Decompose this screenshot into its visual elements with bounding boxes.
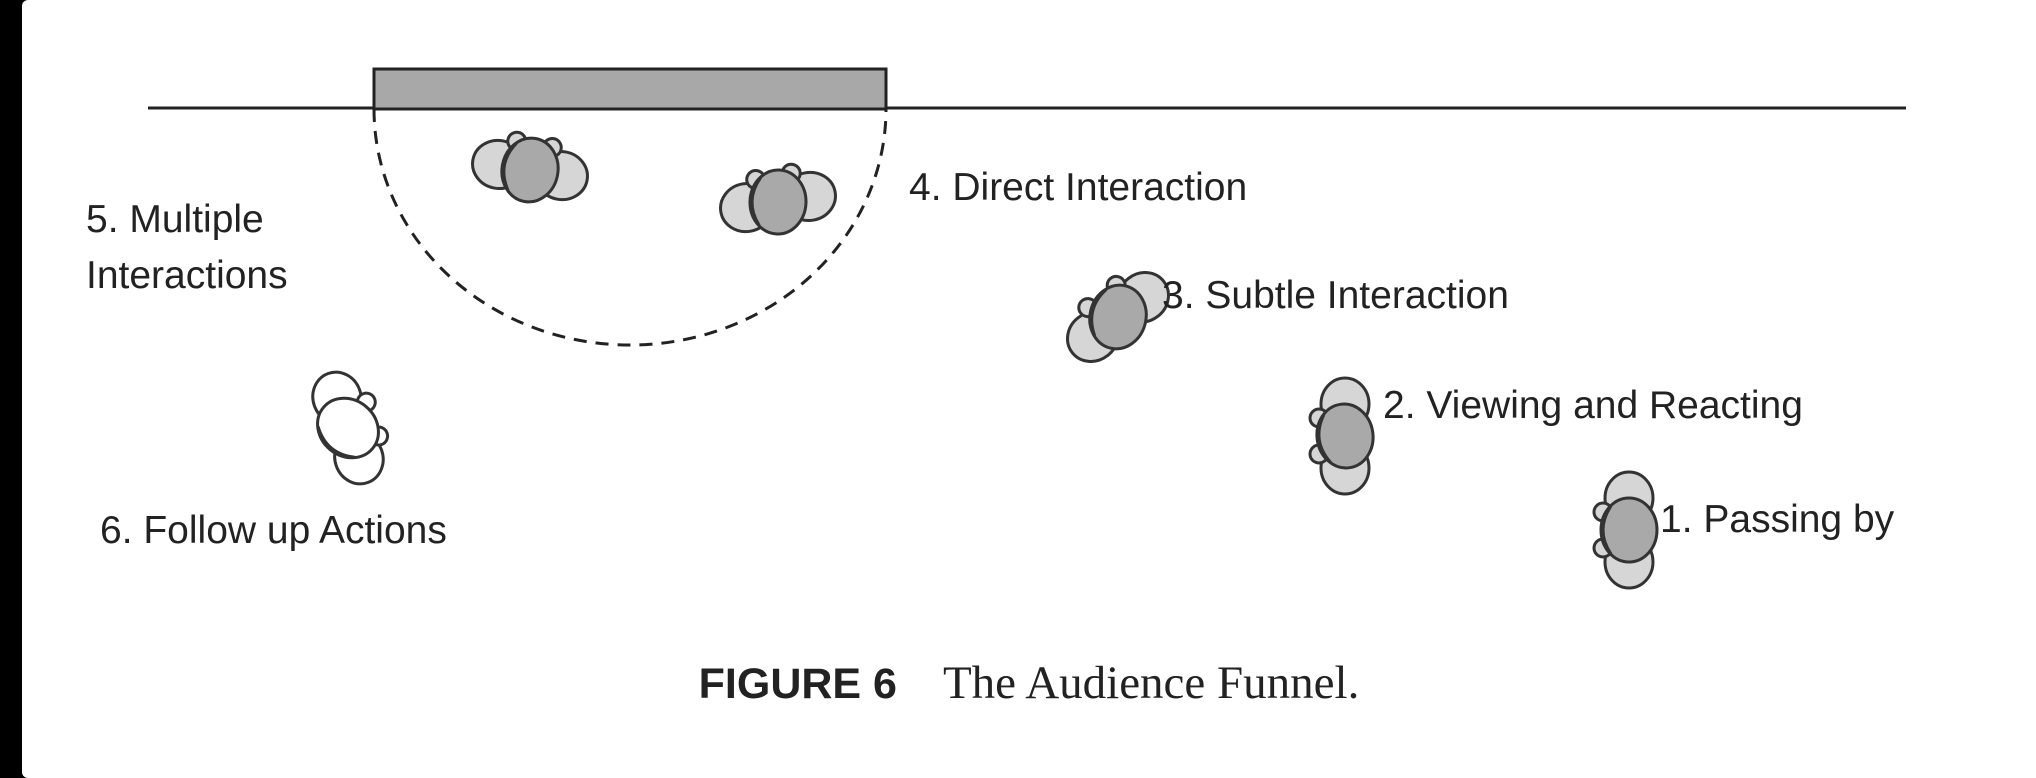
figure-title: The Audience Funnel.: [942, 657, 1360, 709]
stage-label-direct-interaction: 4. Direct Interaction: [909, 166, 1248, 209]
person-passing-by: [1592, 470, 1659, 590]
stage-label-multiple-interactions: 5. Multiple Interactions: [86, 198, 288, 297]
stage-label-viewing-reacting: 2. Viewing and Reacting: [1383, 384, 1803, 427]
person-follow-up-actions: [311, 370, 390, 486]
figure-page: 1. Passing by 2. Viewing and Reacting 3.…: [22, 0, 2036, 778]
stage-label-follow-up-actions: 6. Follow up Actions: [100, 509, 447, 552]
interaction-zone-arc: [372, 108, 888, 347]
person-multiple-interaction: [471, 130, 589, 204]
audience-funnel-diagram: [148, 67, 1906, 590]
stage-label-passing-by: 1. Passing by: [1660, 498, 1895, 541]
figure-caption: FIGURE 6 The Audience Funnel.: [22, 656, 2036, 710]
person-viewing-reacting: [1308, 376, 1375, 496]
person-subtle-interaction: [1066, 271, 1170, 363]
public-display: [372, 67, 888, 111]
figure-number: FIGURE 6: [698, 660, 897, 708]
person-direct-interaction: [719, 162, 837, 236]
people-group: [311, 130, 1659, 590]
stage-label-subtle-interaction: 3. Subtle Interaction: [1162, 274, 1509, 317]
